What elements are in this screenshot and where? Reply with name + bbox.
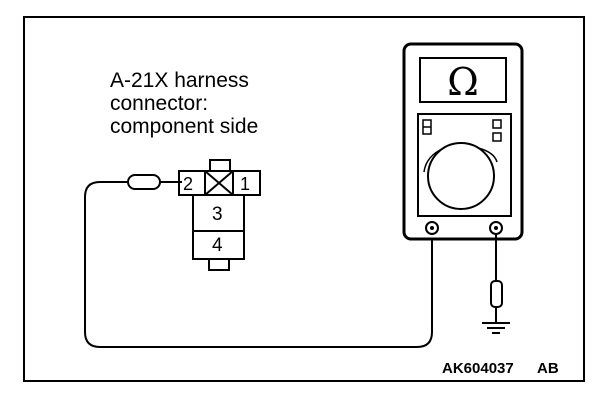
ground-lead xyxy=(482,234,510,334)
connector-lower-body xyxy=(192,194,245,260)
selector-square-1-icon xyxy=(492,119,502,129)
connector-a21x: 2 1 3 4 xyxy=(178,159,261,271)
test-probe xyxy=(127,174,182,190)
meter-display xyxy=(419,57,507,103)
dial-arc-right xyxy=(477,147,498,163)
caption-line-2: connector: xyxy=(110,92,208,115)
selector-square-2-icon xyxy=(492,132,502,142)
pin-4-label: 4 xyxy=(212,235,223,256)
connector-top-latch xyxy=(209,159,231,172)
figure-code-suffix: AB xyxy=(537,360,559,377)
blank-cavity-cross-b xyxy=(204,170,234,196)
pin-1-label: 1 xyxy=(240,174,250,194)
dial-arc-left xyxy=(423,147,445,173)
figure-code: AK604037 xyxy=(442,360,514,377)
range-dial xyxy=(427,142,495,210)
ohm-symbol: Ω xyxy=(447,60,479,104)
pin-3-label: 3 xyxy=(212,204,223,225)
com-jack-inner xyxy=(430,226,434,230)
ohm-jack-inner xyxy=(494,226,498,230)
diagram-frame xyxy=(23,16,585,382)
pin-2-label: 2 xyxy=(183,174,193,194)
multimeter: Ω xyxy=(402,42,524,241)
caption-line-3: component side xyxy=(110,115,258,138)
probe-body xyxy=(127,174,161,190)
ground-probe-body xyxy=(490,280,503,308)
caption-line-1: A-21X harness xyxy=(110,69,249,92)
test-lead-wire xyxy=(84,181,433,348)
